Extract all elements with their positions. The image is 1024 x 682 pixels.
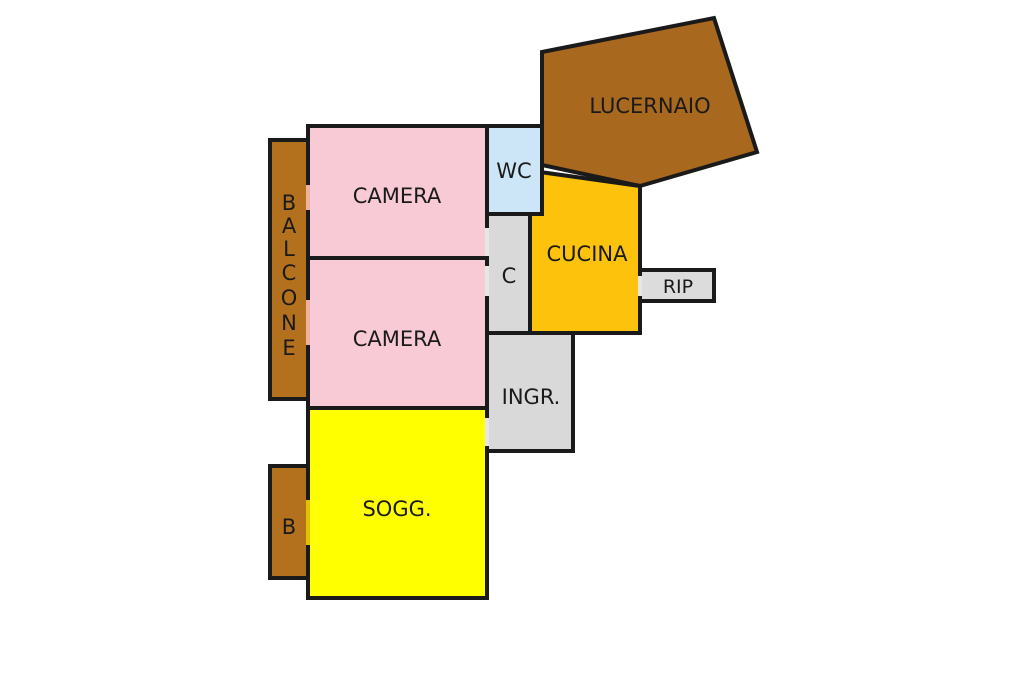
label-cucina: CUCINA: [547, 242, 629, 266]
label-corridor: C: [502, 264, 517, 288]
label-balcone-letter: C: [282, 261, 297, 285]
label-balcone-small: B: [282, 515, 296, 539]
label-rip: RIP: [663, 276, 693, 298]
label-balcone: B A L C O N E: [281, 191, 298, 360]
label-balcone-letter: N: [281, 311, 297, 335]
label-camera-1: CAMERA: [353, 184, 442, 208]
label-ingresso: INGR.: [502, 385, 561, 409]
room-soggiorno: [306, 406, 489, 600]
label-balcone-letter: B: [282, 191, 296, 215]
label-camera-2: CAMERA: [353, 327, 442, 351]
label-wc: WC: [496, 159, 531, 183]
label-balcone-letter: A: [282, 214, 297, 238]
room-camera-1: [306, 124, 489, 260]
label-lucernaio: LUCERNAIO: [589, 94, 710, 118]
label-soggiorno: SOGG.: [362, 497, 431, 521]
label-balcone-letter: L: [283, 237, 295, 261]
label-balcone-letter: E: [282, 336, 295, 360]
label-balcone-letter: O: [281, 286, 298, 310]
